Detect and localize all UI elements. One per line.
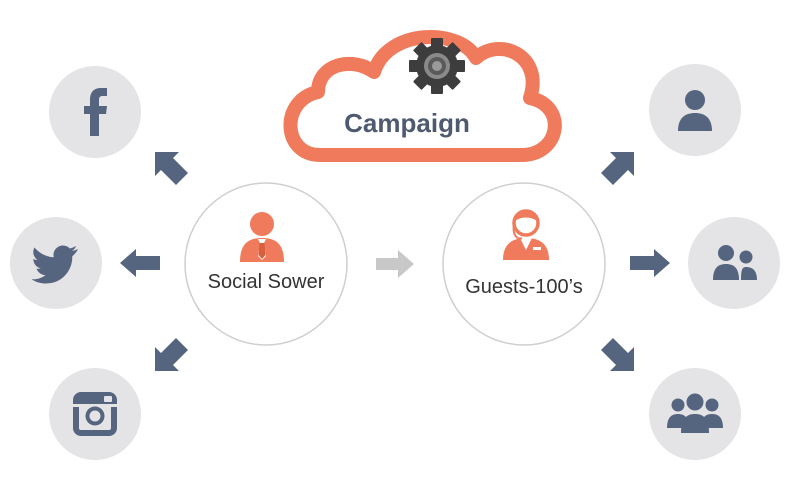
social-sower-label: Social Sower	[208, 271, 325, 293]
arrow-to-twitter	[120, 249, 160, 277]
arrow-to-facebook	[155, 152, 188, 185]
users-pair-icon	[713, 245, 757, 280]
campaign-label: Campaign	[344, 108, 470, 138]
guests-node: Guests-100’s	[442, 182, 606, 346]
receptionist-icon	[503, 209, 549, 260]
user-icon	[678, 90, 712, 131]
instagram-node	[49, 368, 141, 460]
arrow-to-pair	[630, 249, 670, 277]
facebook-icon	[84, 88, 107, 136]
guests-label: Guests-100’s	[465, 276, 582, 298]
connector-arrow	[376, 250, 414, 278]
social-sower-node: Social Sower	[184, 182, 348, 346]
twitter-icon	[31, 245, 78, 284]
businessman-icon	[240, 212, 284, 262]
audience-single-node	[649, 64, 741, 156]
facebook-node	[49, 66, 141, 158]
campaign-cloud: Campaign	[283, 30, 562, 162]
arrow-to-single-user	[601, 152, 634, 185]
users-group-icon	[667, 393, 723, 433]
audience-group-node	[649, 368, 741, 460]
gear-icon	[409, 38, 465, 94]
instagram-icon	[73, 392, 117, 436]
arrow-to-group	[601, 338, 634, 371]
twitter-node	[10, 217, 102, 309]
arrow-to-instagram	[155, 338, 188, 371]
audience-pair-node	[688, 217, 780, 309]
